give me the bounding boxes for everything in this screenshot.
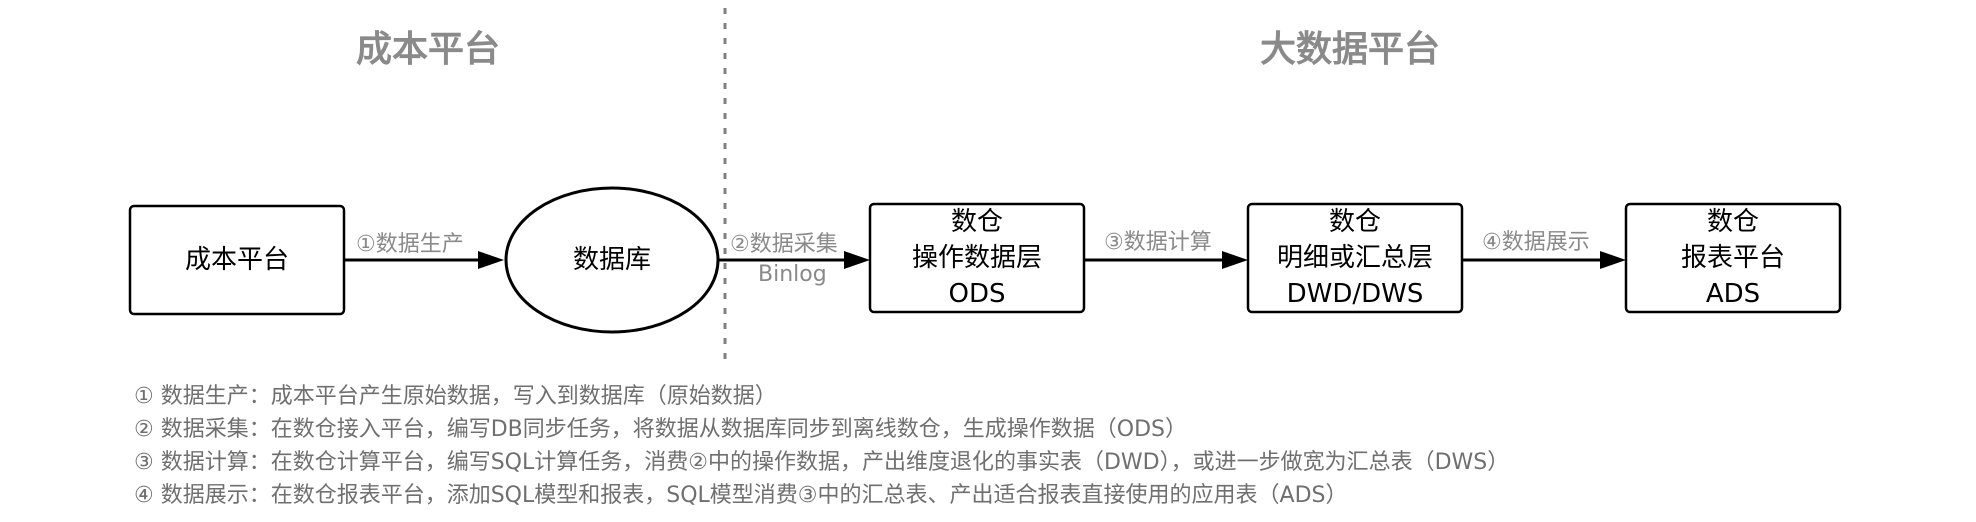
ods-label-line1: 数仓 <box>950 207 1003 237</box>
edge-2-label: ②数据采集 <box>730 232 838 257</box>
edge-3-arrowhead <box>1222 251 1248 269</box>
edge-3-label: ③数据计算 <box>1104 230 1212 255</box>
ads-label-line1: 数仓 <box>1706 207 1759 237</box>
footnote-2: ② 数据采集：在数仓接入平台，编写DB同步任务，将数据从数据库同步到离线数仓，生… <box>134 417 1187 442</box>
ads-label-line2: 报表平台 <box>1680 243 1785 273</box>
ads-node: 数仓 报表平台 ADS <box>1626 204 1840 312</box>
dwd-box <box>1246 202 1464 314</box>
edge-2-arrowhead <box>844 251 870 269</box>
dwd-label-line3: DWD/DWS <box>1286 279 1424 309</box>
ads-label-line3: ADS <box>1705 279 1761 309</box>
database-node: 数据库 <box>506 188 718 332</box>
database-label: 数据库 <box>572 245 651 275</box>
edge-1-label: ①数据生产 <box>356 232 464 257</box>
footnotes: ① 数据生产：成本平台产生原始数据，写入到数据库（原始数据） ② 数据采集：在数… <box>134 380 1509 512</box>
edge-4-label: ④数据展示 <box>1482 230 1590 255</box>
dwd-label-line1: 数仓 <box>1328 207 1381 237</box>
right-section-title: 大数据平台 <box>1259 29 1441 70</box>
left-section-title: 成本平台 <box>355 29 501 70</box>
edge-4-arrowhead <box>1600 251 1626 269</box>
ods-label-line2: 操作数据层 <box>911 243 1042 273</box>
footnote-1: ① 数据生产：成本平台产生原始数据，写入到数据库（原始数据） <box>134 384 777 409</box>
ods-node: 数仓 操作数据层 ODS <box>870 204 1084 312</box>
cost-platform-node: 成本平台 <box>130 206 344 314</box>
edge-2-sublabel: Binlog <box>758 262 827 287</box>
ods-label-line3: ODS <box>948 279 1006 309</box>
footnote-4: ④ 数据展示：在数仓报表平台，添加SQL模型和报表，SQL模型消费③中的汇总表、… <box>134 483 1348 508</box>
ads-box <box>1624 202 1842 314</box>
dwd-label-line2: 明细或汇总层 <box>1276 243 1433 273</box>
footnote-3: ③ 数据计算：在数仓计算平台，编写SQL计算任务，消费②中的操作数据，产出维度退… <box>134 450 1510 475</box>
dwd-node: 数仓 明细或汇总层 DWD/DWS <box>1248 204 1462 312</box>
cost-platform-label: 成本平台 <box>184 245 289 275</box>
edge-1-arrowhead <box>478 251 504 269</box>
ods-box <box>868 202 1086 314</box>
